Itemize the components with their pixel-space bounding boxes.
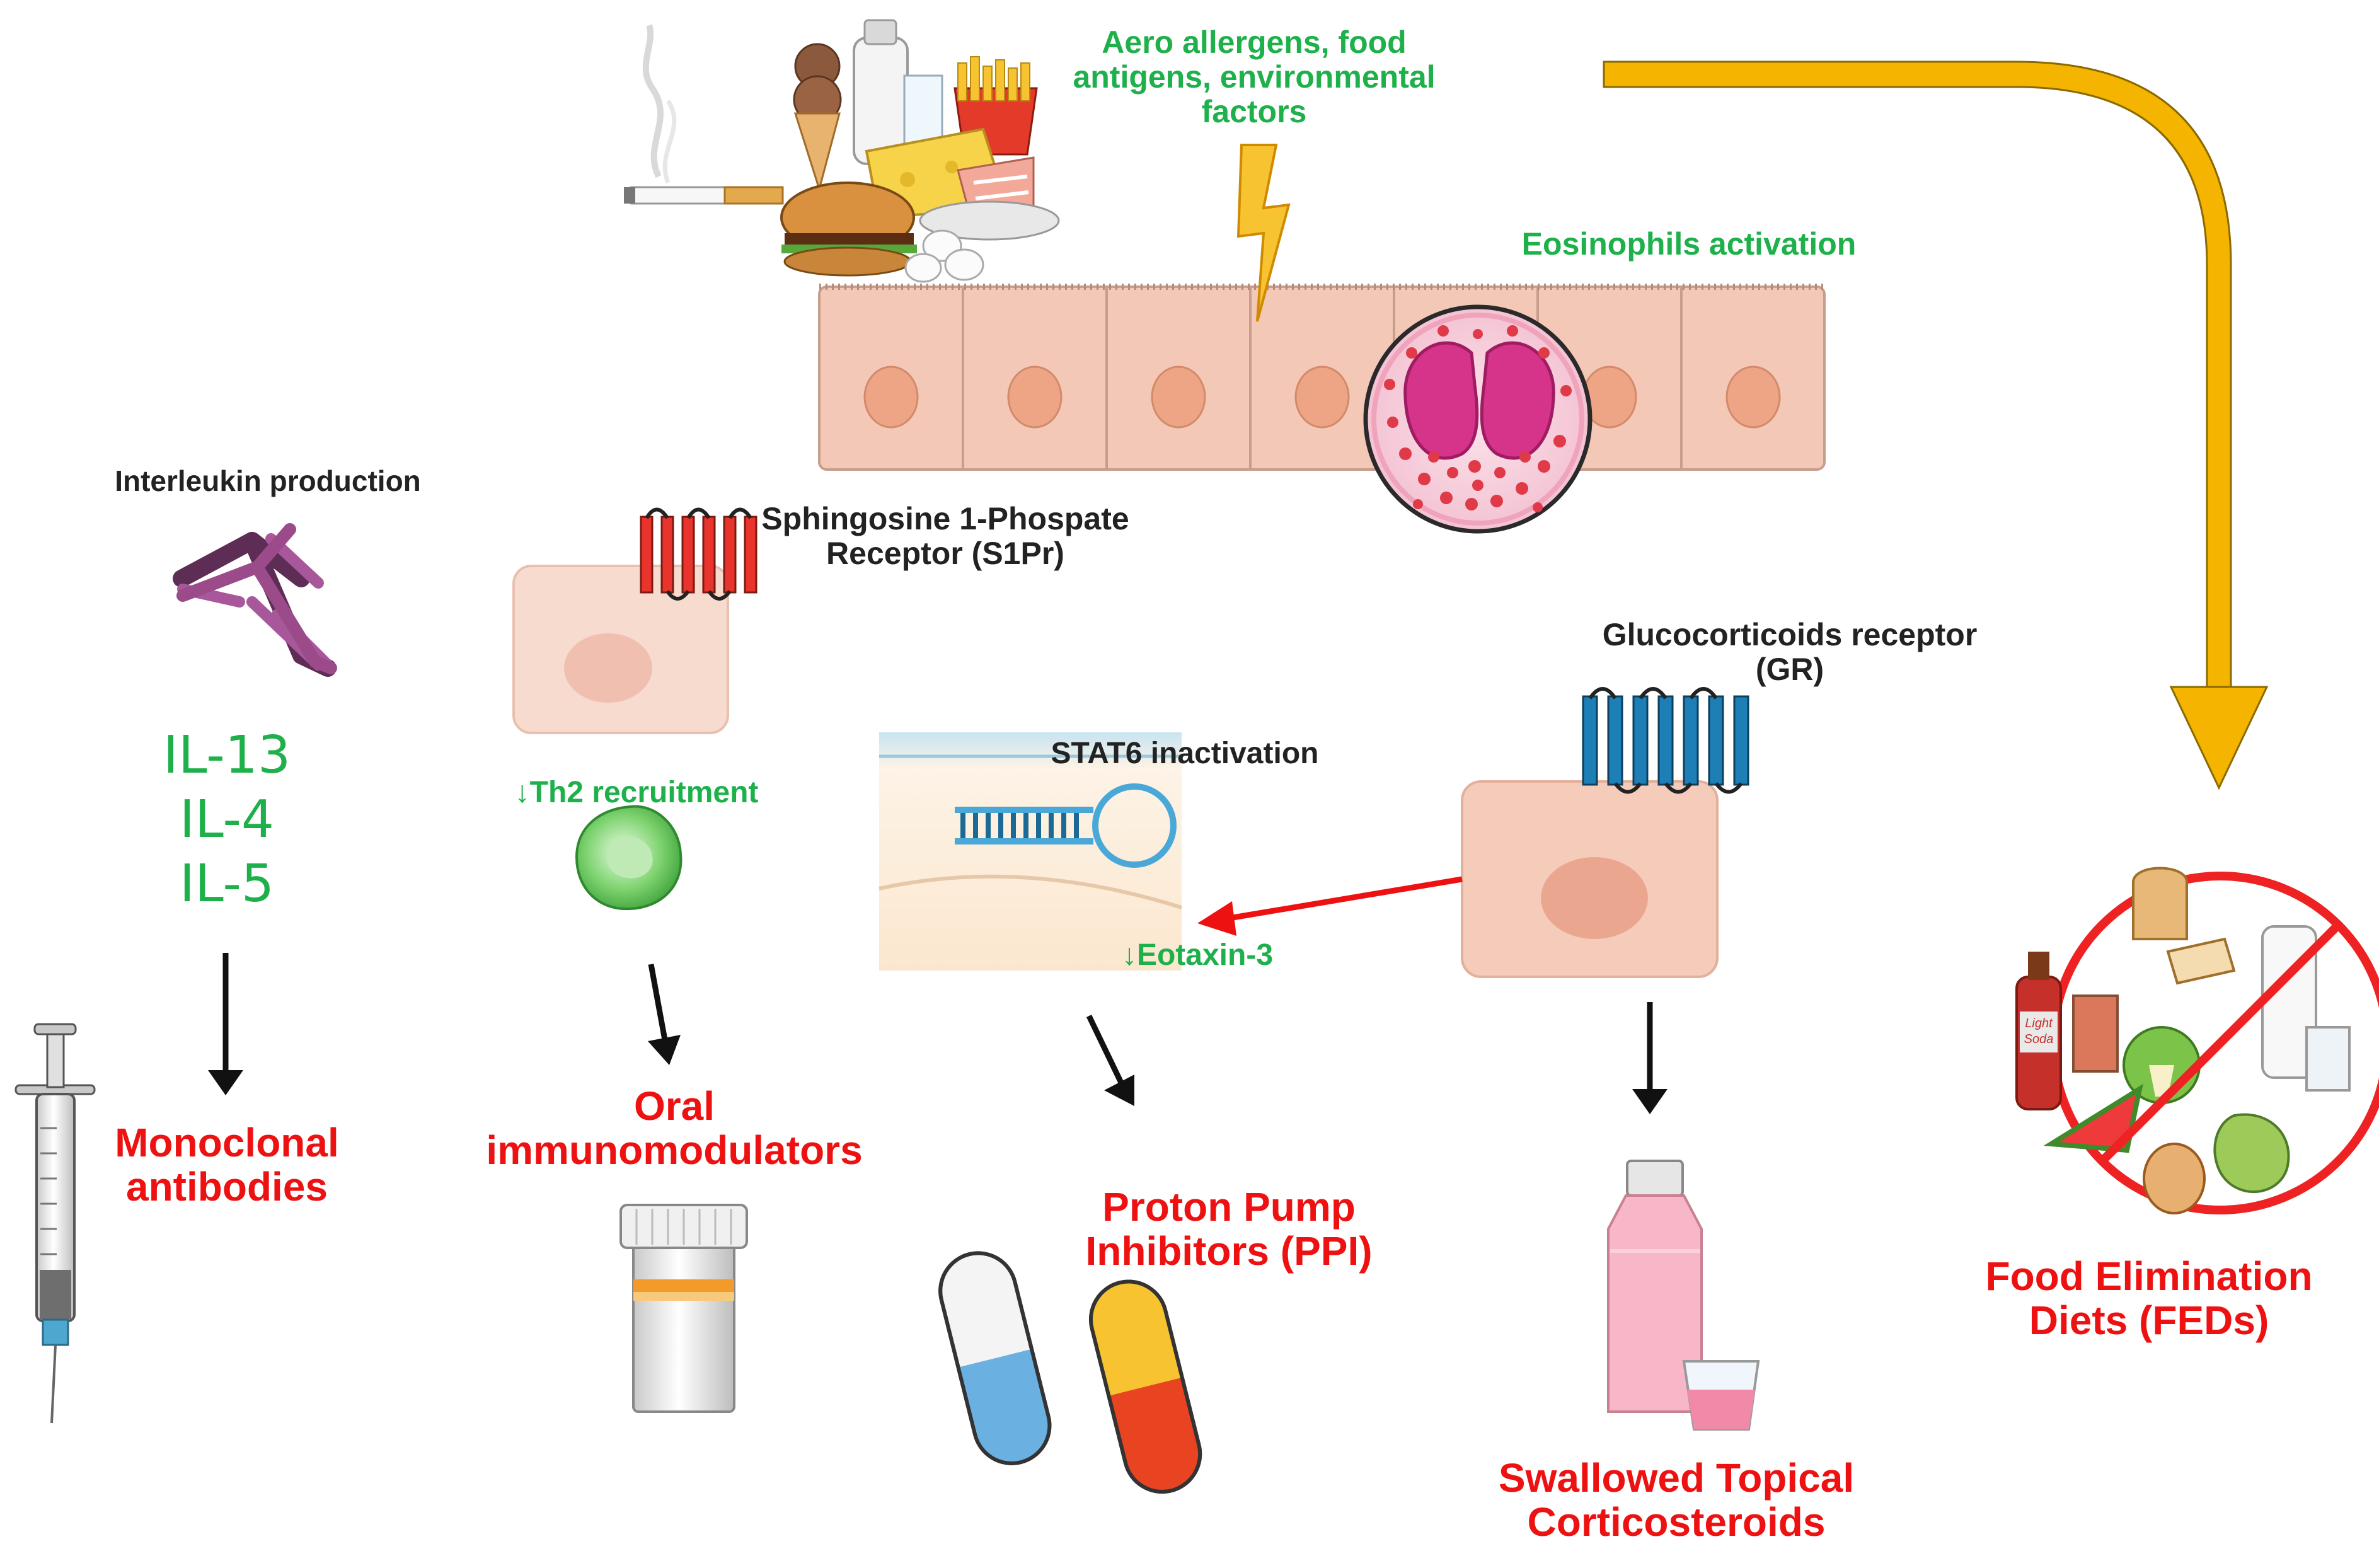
label-eosinophils-activation: Eosinophils activation: [1521, 226, 1857, 262]
label-il-5: IL-5: [179, 854, 275, 914]
label-th2-recruitment: ↓Th2 recruitment: [514, 776, 759, 809]
label-il-13: IL-13: [163, 725, 291, 785]
label-eotaxin-3: ↓Eotaxin-3: [1121, 938, 1274, 972]
epithelium-icon: [818, 284, 1826, 471]
soda-label-line2: Soda: [2024, 1032, 2054, 1046]
flow-arrows: [208, 953, 1668, 1114]
syringe-icon: [14, 1023, 96, 1424]
red-arrow: [1197, 876, 1463, 936]
curved-arrow-icon: [1603, 61, 2269, 790]
cigarette-icon: [624, 24, 784, 205]
eosinophil-icon: [1363, 304, 1593, 534]
receptor-icon: [1582, 687, 1749, 794]
label-il-4: IL-4: [179, 790, 275, 850]
receptor-icon: [640, 507, 757, 601]
antibody-icon: [173, 523, 337, 677]
food-pile-icon: [780, 19, 1060, 283]
label-interleukin-production: Interleukin production: [115, 464, 421, 497]
syrup-bottle-icon: [1607, 1160, 1760, 1431]
stat6-hairpin-icon: [878, 732, 1182, 971]
th2-cell-icon: [575, 805, 683, 911]
capsule-icon: [938, 1251, 1202, 1494]
label-stat6-inactivation: STAT6 inactivation: [1051, 737, 1319, 770]
pill-bottle-icon: [619, 1204, 748, 1413]
gr-cell: [1461, 780, 1719, 978]
label-glucocorticoids-receptor: Glucocorticoids receptor(GR): [1602, 617, 1978, 687]
soda-label-line1: Light: [2025, 1017, 2053, 1030]
s1pr-cell: [512, 565, 729, 734]
lightning-icon: [1236, 144, 1291, 322]
no-food-icon: Light Soda: [2015, 867, 2379, 1214]
